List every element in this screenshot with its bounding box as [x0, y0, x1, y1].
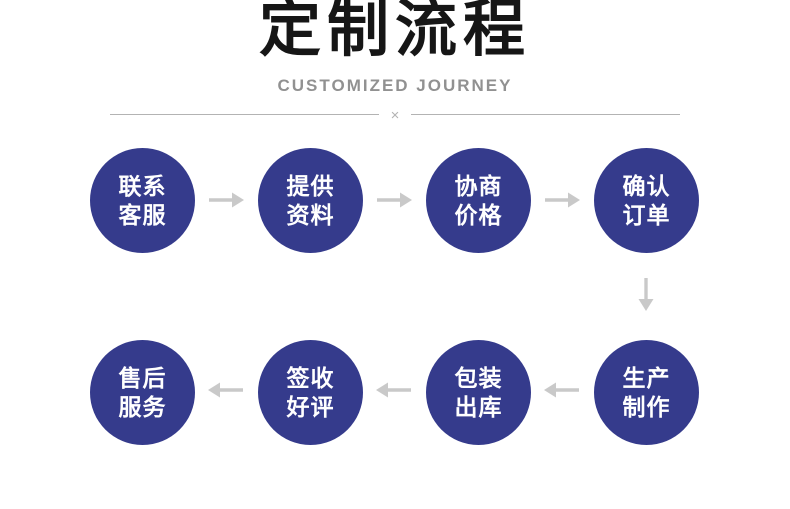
arrow-right-icon — [545, 192, 580, 208]
step-label-line1: 签收 — [286, 365, 335, 392]
step-after-sales-service: 售后 服务 — [90, 340, 195, 445]
step-production: 生产 制作 — [594, 340, 699, 445]
step-label-line1: 协商 — [454, 173, 503, 200]
arrow-left-icon — [544, 382, 579, 398]
step-label-line1: 售后 — [118, 365, 167, 392]
arrow-left-icon — [208, 382, 243, 398]
step-confirm-order: 确认 订单 — [594, 148, 699, 253]
step-label-line2: 出库 — [454, 393, 503, 420]
step-label-line1: 确认 — [622, 173, 671, 200]
step-label-line2: 制作 — [622, 393, 671, 420]
step-label-line1: 包装 — [454, 365, 503, 392]
x-mark-icon: × — [390, 106, 400, 124]
page-subtitle: CUSTOMIZED JOURNEY — [277, 76, 513, 95]
step-packing-shipment: 包装 出库 — [426, 340, 531, 445]
step-label-line2: 服务 — [118, 393, 167, 420]
step-label-line1: 生产 — [622, 365, 671, 392]
divider: × — [110, 106, 681, 124]
arrow-right-icon — [209, 192, 244, 208]
step-label-line2: 订单 — [622, 201, 671, 228]
step-label-line2: 客服 — [118, 201, 167, 228]
divider-line-left — [110, 113, 379, 115]
arrow-right-icon — [377, 192, 412, 208]
step-negotiate-price: 协商 价格 — [426, 148, 531, 253]
step-label-line2: 价格 — [454, 201, 503, 228]
page-title: 定制流程 — [258, 0, 531, 64]
step-label-line2: 好评 — [286, 393, 335, 420]
arrow-left-icon — [376, 382, 411, 398]
arrow-down-icon — [638, 278, 654, 311]
step-provide-materials: 提供 资料 — [258, 148, 363, 253]
step-label-line1: 联系 — [118, 173, 167, 200]
step-label-line1: 提供 — [286, 173, 335, 200]
step-label-line2: 资料 — [286, 201, 335, 228]
divider-line-right — [411, 113, 681, 115]
step-sign-and-review: 签收 好评 — [258, 340, 363, 445]
step-contact-service: 联系 客服 — [90, 148, 195, 253]
